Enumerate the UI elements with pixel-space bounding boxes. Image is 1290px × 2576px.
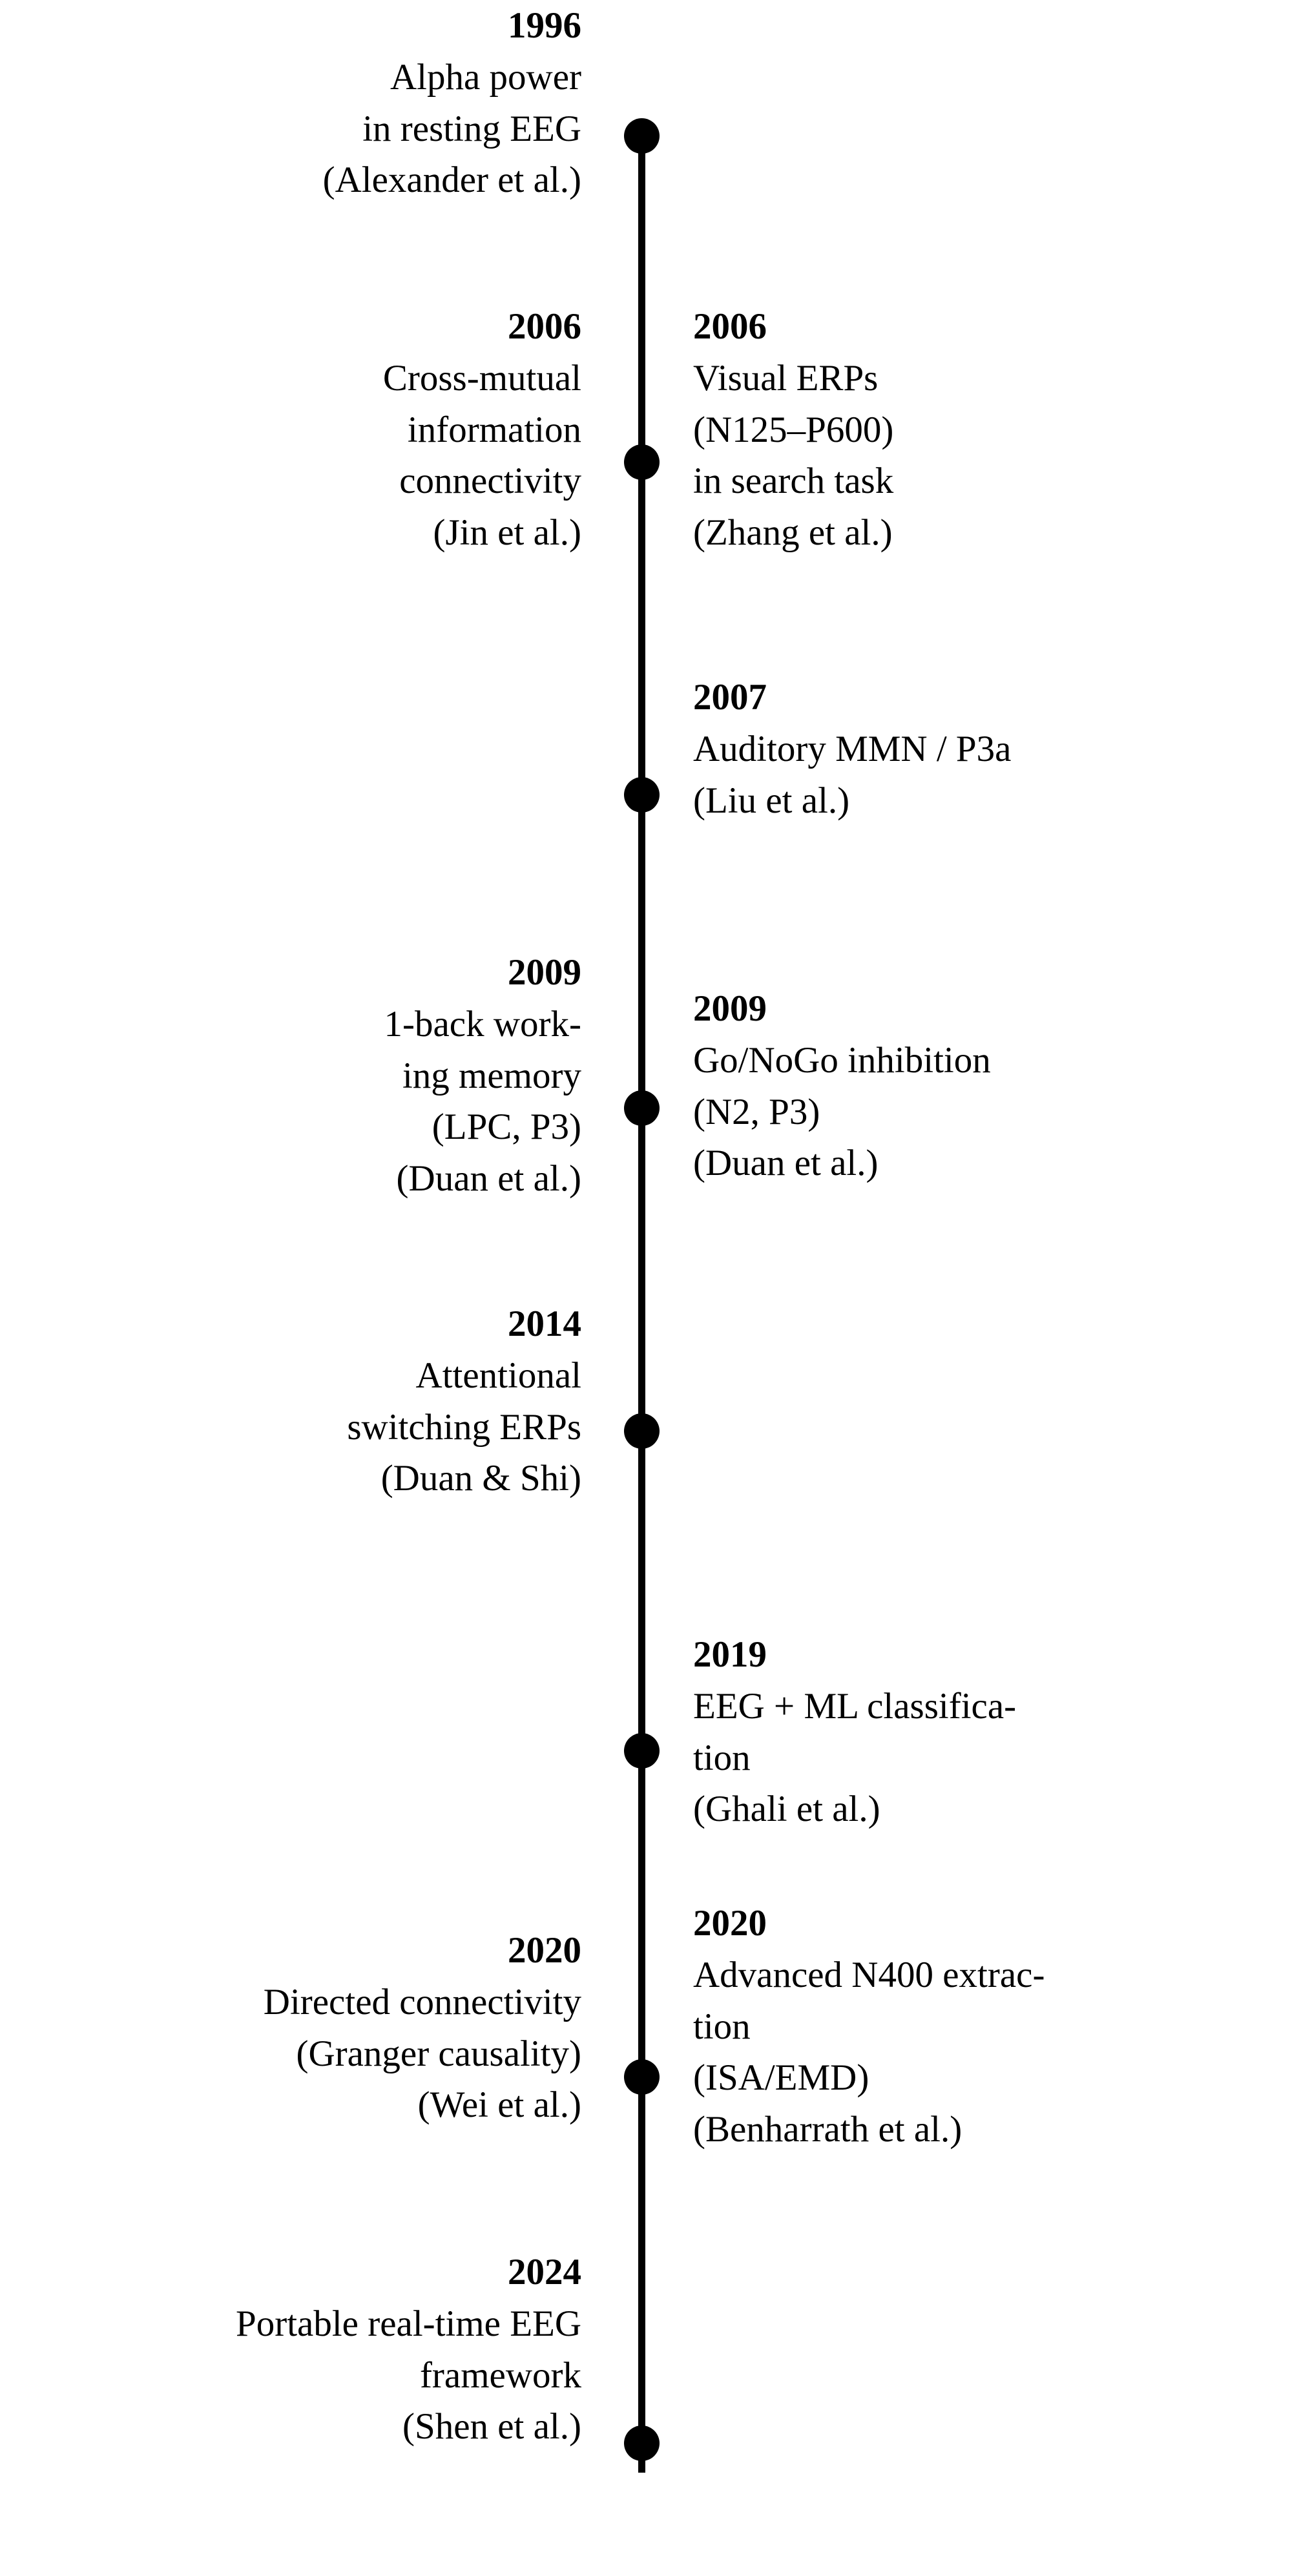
entry-author-line: (Wei et al.) [417,2084,581,2126]
entry-author-line: (Duan & Shi) [380,1458,581,1499]
timeline-entry-2006-right: 2006 Visual ERPs (N125–P600) in search t… [693,301,1274,559]
entry-year: 2009 [693,988,767,1029]
timeline-axis-line [638,136,645,2473]
entry-author-line: (Jin et al.) [433,512,581,554]
timeline-entry-2020-right: 2020 Advanced N400 extrac- tion (ISA/EMD… [693,1898,1274,2155]
entry-desc-line: EEG + ML classifica- [693,1685,1017,1727]
entry-desc-line: Visual ERPs [693,357,879,399]
entry-desc-line: in resting EEG [362,108,581,149]
entry-desc-line: (N2, P3) [693,1091,820,1132]
entry-desc-line: Go/NoGo inhibition [693,1039,991,1081]
entry-desc-line: switching ERPs [347,1406,581,1448]
entry-year: 1996 [508,5,581,46]
timeline-dot-2020[interactable] [624,2059,660,2095]
entry-author-line: (Ghali et al.) [693,1789,880,1830]
timeline-entry-2024-left: 2024 Portable real-time EEG framework (S… [0,2247,581,2453]
timeline-dot-2019[interactable] [624,1733,660,1769]
timeline-dot-2009[interactable] [624,1090,660,1126]
entry-desc-line: 1-back work- [384,1003,581,1044]
entry-desc-line: Auditory MMN / P3a [693,728,1012,769]
entry-year: 2020 [508,1930,581,1971]
entry-author-line: (Duan et al.) [396,1158,581,1200]
timeline-dot-1996[interactable] [624,118,660,154]
timeline-dot-2024[interactable] [624,2425,660,2461]
entry-author-line: (Alexander et al.) [322,160,581,201]
entry-desc-line: ing memory [402,1055,581,1096]
timeline-dot-2006[interactable] [624,444,660,480]
entry-author-line: (Shen et al.) [402,2406,581,2447]
timeline-entry-2009-left: 2009 1-back work- ing memory (LPC, P3) (… [0,947,581,1205]
entry-desc-line: framework [419,2354,581,2396]
entry-year: 2007 [693,677,767,718]
entry-author-line: (Benharrath et al.) [693,2109,962,2150]
timeline-entry-2014-left: 2014 Attentional switching ERPs (Duan & … [0,1298,581,1504]
entry-desc-line: Directed connectivity [263,1981,581,2022]
entry-author-line: (Liu et al.) [693,780,850,821]
entry-desc-line: connectivity [399,461,581,502]
timeline-entry-2006-left: 2006 Cross-mutual information connectivi… [0,301,581,559]
timeline-dot-2007[interactable] [624,777,660,813]
entry-year: 2020 [693,1903,767,1944]
entry-year: 2024 [508,2252,581,2292]
entry-desc-line: Portable real-time EEG [236,2303,581,2344]
timeline-entry-1996-left: 1996 Alpha power in resting EEG (Alexand… [0,0,581,206]
entry-year: 2019 [693,1634,767,1675]
entry-desc-line: information [407,409,581,450]
timeline-entry-2009-right: 2009 Go/NoGo inhibition (N2, P3) (Duan e… [693,983,1274,1189]
entry-desc-line: in search task [693,461,894,502]
entry-desc-line: (ISA/EMD) [693,2057,869,2099]
timeline-entry-2020-left: 2020 Directed connectivity (Granger caus… [0,1925,581,2131]
entry-desc-line: (Granger causality) [296,2033,581,2074]
entry-desc-line: tion [693,2006,751,2047]
timeline-dot-2014[interactable] [624,1413,660,1449]
entry-year: 2014 [508,1304,581,1344]
entry-desc-line: (LPC, P3) [432,1106,581,1148]
entry-desc-line: Advanced N400 extrac- [693,1954,1045,1995]
entry-author-line: (Duan et al.) [693,1143,879,1184]
entry-desc-line: Alpha power [390,56,581,98]
entry-year: 2009 [508,952,581,993]
timeline-entry-2019-right: 2019 EEG + ML classifica- tion (Ghali et… [693,1629,1274,1835]
entry-desc-line: tion [693,1737,751,1778]
entry-desc-line: Cross-mutual [382,357,581,399]
entry-year: 2006 [693,306,767,347]
entry-desc-line: Attentional [415,1355,581,1396]
entry-author-line: (Zhang et al.) [693,512,893,554]
timeline-entry-2007-right: 2007 Auditory MMN / P3a (Liu et al.) [693,672,1274,826]
entry-desc-line: (N125–P600) [693,409,894,450]
entry-year: 2006 [508,306,581,347]
